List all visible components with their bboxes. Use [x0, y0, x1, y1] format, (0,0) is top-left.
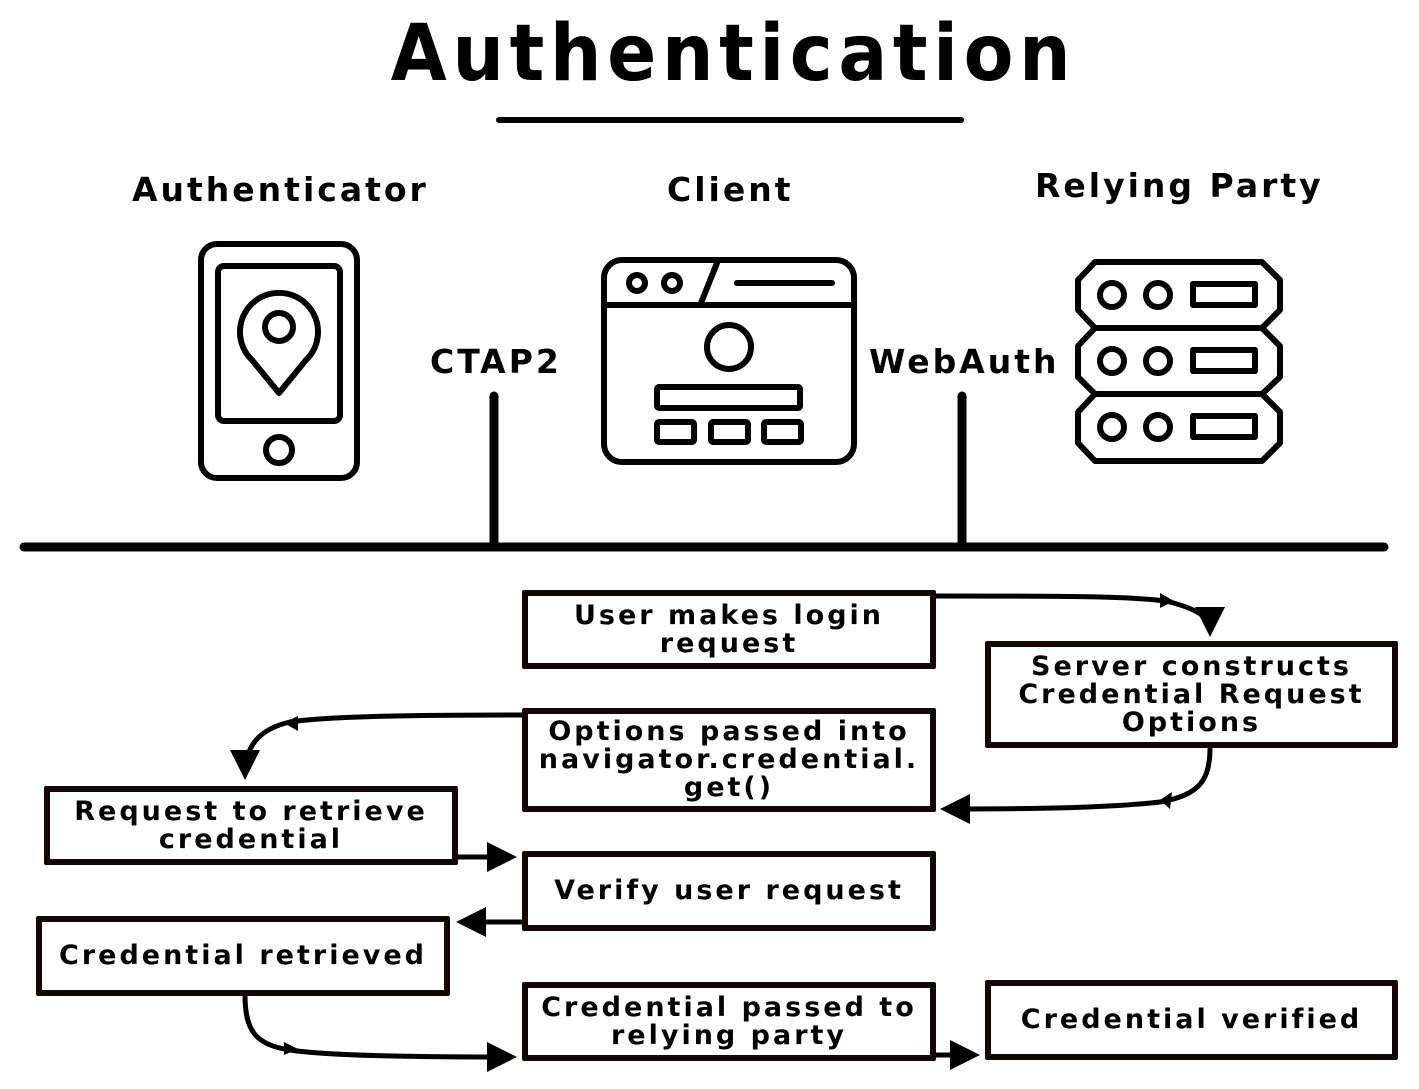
step-label: User makes login request	[574, 599, 884, 659]
step-request-retrieve-credential: Request to retrieve credential	[44, 786, 458, 865]
step-label: Credential passed to relying party	[541, 991, 917, 1051]
actor-label-client: Client	[667, 170, 794, 209]
step-label: Verify user request	[554, 875, 904, 906]
protocol-label-ctap2: CTAP2	[430, 342, 562, 381]
step-credential-passed-relying-party: Credential passed to relying party	[522, 982, 936, 1061]
step-label: Credential verified	[1020, 1004, 1363, 1035]
step-label: Request to retrieve credential	[74, 795, 428, 855]
actor-label-relying-party: Relying Party	[1035, 166, 1324, 205]
protocol-label-webauth: WebAuth	[869, 342, 1060, 381]
step-user-login-request: User makes login request	[522, 590, 936, 669]
step-options-passed-navigator: Options passed into navigator.credential…	[522, 708, 936, 812]
step-verify-user-request: Verify user request	[522, 851, 936, 931]
step-credential-retrieved: Credential retrieved	[36, 916, 450, 996]
step-label: Options passed into navigator.credential…	[538, 716, 920, 803]
actor-label-authenticator: Authenticator	[132, 170, 429, 209]
step-server-constructs-options: Server constructs Credential Request Opt…	[985, 641, 1398, 748]
step-label: Server constructs Credential Request Opt…	[1018, 650, 1365, 738]
step-credential-verified: Credential verified	[985, 980, 1398, 1060]
step-label: Credential retrieved	[59, 940, 427, 971]
diagram-title: Authentication	[390, 9, 1077, 99]
